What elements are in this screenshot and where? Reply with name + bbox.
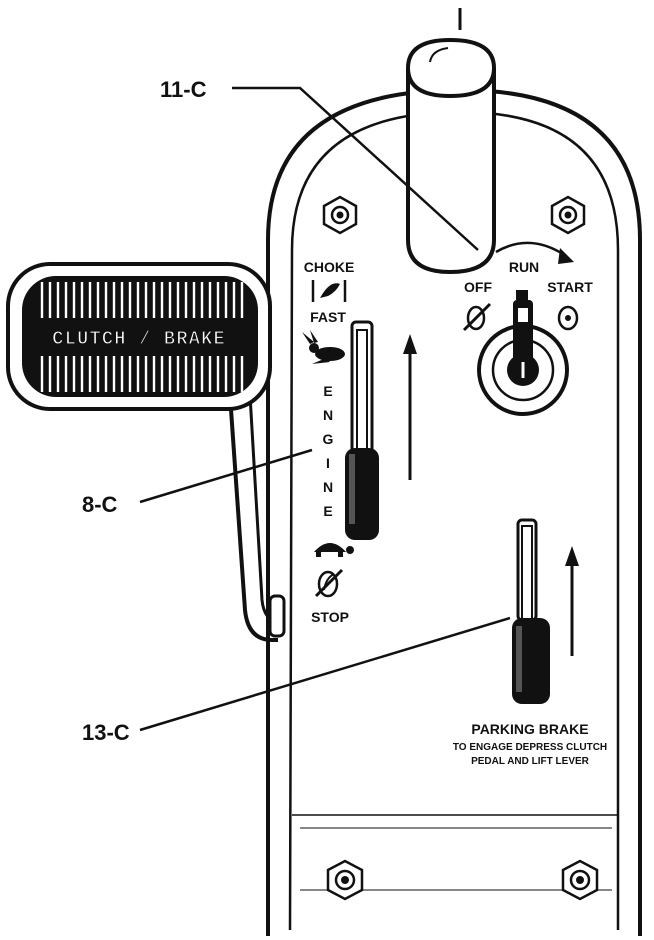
parking-brake-line-1: TO ENGAGE DEPRESS CLUTCH xyxy=(453,742,607,753)
pedal-label: CLUTCH / BRAKE xyxy=(52,328,226,350)
engine-off-icon xyxy=(314,568,344,598)
parking-brake-lever[interactable] xyxy=(512,525,550,704)
engine-letter-2: N xyxy=(323,407,333,423)
engine-off-icon-small xyxy=(462,302,492,332)
ignition-switch: RUN OFF START xyxy=(462,241,593,416)
engine-run-icon-small xyxy=(516,290,528,300)
callout-11c: 11-C xyxy=(160,77,207,102)
engine-letter-1: E xyxy=(323,383,332,399)
fast-label: FAST xyxy=(310,309,346,325)
bolt-bottom-left xyxy=(326,859,364,901)
engine-letter-6: E xyxy=(323,503,332,519)
console-housing xyxy=(266,87,642,936)
throttle-lever[interactable] xyxy=(345,329,379,540)
leader-lines xyxy=(139,86,511,732)
engine-letter-3: G xyxy=(323,431,334,447)
turtle-icon xyxy=(314,543,354,557)
parking-brake-line-2: PEDAL AND LIFT LEVER xyxy=(471,756,590,767)
run-label: RUN xyxy=(509,259,539,275)
ignition-key[interactable] xyxy=(513,300,533,378)
engine-letter-4: I xyxy=(326,455,330,471)
stop-label: STOP xyxy=(311,609,349,625)
start-label: START xyxy=(547,279,593,295)
pedal-tread-pattern xyxy=(40,282,244,392)
callout-8c: 8-C xyxy=(82,492,118,517)
rotation-arrow xyxy=(495,241,567,258)
start-icon xyxy=(557,305,579,331)
off-label: OFF xyxy=(464,279,492,295)
parking-brake: PARKING BRAKE TO ENGAGE DEPRESS CLUTCH P… xyxy=(453,518,607,767)
callout-13c: 13-C xyxy=(82,720,130,745)
engine-letter-5: N xyxy=(323,479,333,495)
parking-brake-title: PARKING BRAKE xyxy=(471,721,588,737)
steering-column xyxy=(405,8,497,275)
clutch-brake-pedal: CLUTCH / BRAKE xyxy=(6,262,286,642)
choke-label: CHOKE xyxy=(304,259,355,275)
brake-up-arrow xyxy=(565,546,579,656)
bolt-bottom-right xyxy=(561,859,599,901)
throttle-up-arrow xyxy=(403,334,417,480)
choke-icon xyxy=(311,280,347,302)
rabbit-icon xyxy=(302,330,345,364)
bolt-top-left xyxy=(322,195,358,235)
throttle-panel: CHOKE FAST E N G I N E xyxy=(302,259,417,625)
bolt-top-right xyxy=(550,195,586,235)
